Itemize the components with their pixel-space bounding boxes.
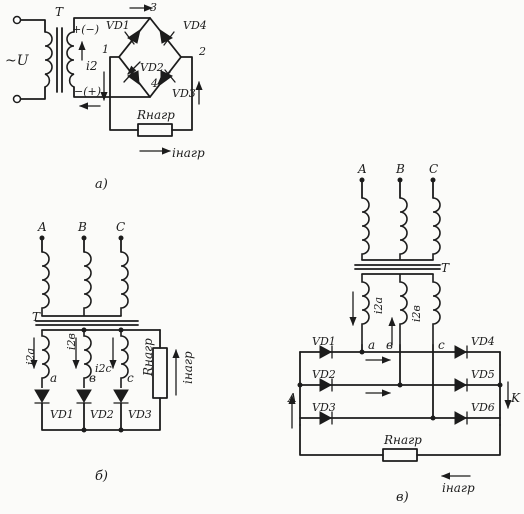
load-resistor-c xyxy=(382,448,418,462)
diode-label-c-vd1: VD1 xyxy=(312,335,336,348)
primary-lead-top xyxy=(20,19,46,33)
node-label-1: 1 xyxy=(102,43,109,56)
diode-b-vd3 xyxy=(113,389,129,404)
diode-c-vd5 xyxy=(454,378,468,392)
load-lead-right xyxy=(171,56,193,131)
node-label-3: 3 xyxy=(150,1,157,14)
bridge-diamond xyxy=(118,17,182,98)
phase-label-c: C xyxy=(116,220,125,234)
diode-b-vd2 xyxy=(76,389,92,404)
terminal-label-c-c: c xyxy=(438,338,445,352)
terminal-label-c-a: a xyxy=(368,338,375,352)
current-label-b-b: i2в xyxy=(65,333,78,350)
bus-label-k: K xyxy=(510,391,521,405)
phase-label-a: A xyxy=(37,220,47,234)
secondary-winding xyxy=(66,31,75,88)
primary-winding xyxy=(44,31,53,88)
diode-label-c-vd6: VD6 xyxy=(471,401,495,414)
secondary-lead-top xyxy=(73,17,151,33)
dc-buses-c xyxy=(299,351,501,426)
caption-a: а) xyxy=(95,177,108,192)
diode-label-c-vd5: VD5 xyxy=(471,368,495,381)
diode-label-b-vd2: VD2 xyxy=(90,408,114,421)
secondary-current-label: i2 xyxy=(86,59,97,73)
transformer-label-a: T xyxy=(55,5,64,19)
diode-label-c-vd4: VD4 xyxy=(471,335,495,348)
diode-label-c-vd2: VD2 xyxy=(312,368,336,381)
output-bus-b xyxy=(41,397,161,431)
terminal-label-b-c: c xyxy=(127,371,134,385)
terminal-label-b-a: a xyxy=(50,371,57,385)
diode-c-vd6 xyxy=(454,411,468,425)
diode-b-vd1 xyxy=(34,389,50,404)
diode-vd4 xyxy=(159,28,175,46)
diode-vd1 xyxy=(124,28,141,45)
node-label-4: 4 xyxy=(150,77,158,90)
diode-label-vd3: VD3 xyxy=(172,87,196,100)
diode-label-b-vd3: VD3 xyxy=(128,408,152,421)
load-leads-c xyxy=(299,424,501,456)
diagram-c-three-phase-bridge: A B C T xyxy=(287,162,521,505)
diode-label-vd4: VD4 xyxy=(183,19,207,32)
terminal-label-c-b: в xyxy=(386,338,393,352)
diode-label-vd1: VD1 xyxy=(106,19,130,32)
diode-c-vd4 xyxy=(454,345,468,359)
transformer-label-c: T xyxy=(441,261,450,275)
bus-label-a: A xyxy=(287,391,297,405)
diagram-a-bridge-rectifier: ~U T +(−) −(+) i2 1 2 3 4 VD1 VD2 VD3 VD… xyxy=(5,1,207,192)
phase-label-c-c: C xyxy=(429,162,438,176)
terminal-label-b-b: в xyxy=(89,371,96,385)
load-resistor-b xyxy=(152,347,168,399)
caption-b: б) xyxy=(95,469,108,484)
load-lead-left xyxy=(109,56,139,131)
diode-c-vd1 xyxy=(319,345,333,359)
secondary-windings-b xyxy=(41,330,129,388)
load-label-c: Rнагр xyxy=(383,433,422,447)
primary-windings-b xyxy=(41,251,129,316)
load-current-label-b: iнагр xyxy=(181,351,195,384)
diagram-b-three-phase-half-wave: A B C T xyxy=(24,220,195,484)
load-current-label-a: iнагр xyxy=(172,146,205,160)
secondary-lead-bottom xyxy=(73,86,151,98)
diode-c-vd2 xyxy=(319,378,333,392)
diode-c-vd3 xyxy=(319,411,333,425)
primary-lead-bottom xyxy=(20,86,46,100)
polarity-bottom: −(+) xyxy=(74,85,101,98)
input-terminal-top xyxy=(12,15,22,25)
phase-label-c-a: A xyxy=(357,162,367,176)
load-current-label-c: iнагр xyxy=(442,481,475,495)
load-label-b: Rнагр xyxy=(141,338,155,377)
load-resistor-a xyxy=(137,123,173,137)
phase-label-b: B xyxy=(77,220,87,234)
current-label-b-c: i2c xyxy=(95,362,112,375)
transformer-label-b: T xyxy=(32,310,41,324)
current-label-c-b: i2в xyxy=(410,305,423,322)
diode-label-b-vd1: VD1 xyxy=(50,408,74,421)
diode-label-vd2: VD2 xyxy=(140,61,164,74)
caption-c: в) xyxy=(396,490,409,505)
node-label-2: 2 xyxy=(198,45,206,58)
input-terminal-bottom xyxy=(12,94,22,104)
polarity-top: +(−) xyxy=(72,23,99,36)
primary-windings-c xyxy=(361,197,441,260)
phase-label-c-b: B xyxy=(395,162,405,176)
load-label-a: Rнагр xyxy=(136,108,175,122)
diode-label-c-vd3: VD3 xyxy=(312,401,336,414)
secondary-windings-c xyxy=(361,274,441,345)
current-label-c-a: i2a xyxy=(372,297,385,314)
source-label: ~U xyxy=(5,53,30,69)
current-label-b-a: i2a xyxy=(24,348,37,365)
